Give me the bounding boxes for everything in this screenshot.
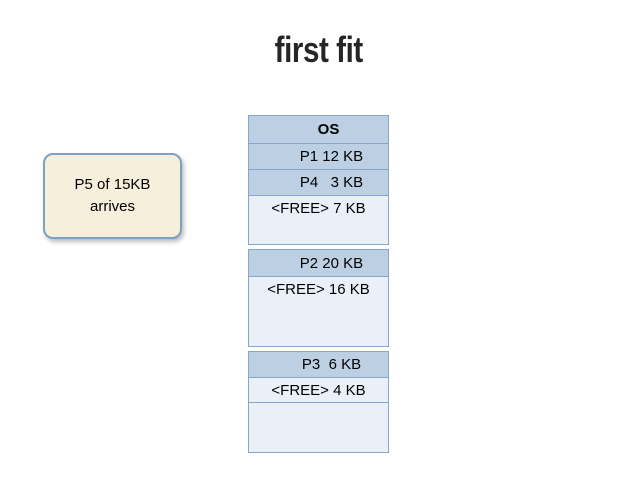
memory-cell-p4: P4 3 KB	[249, 169, 388, 195]
memory-cell-p2: P2 20 KB	[249, 250, 388, 276]
memory-cell-free-4kb: <FREE> 4 KB	[249, 377, 388, 402]
page-title-text: first fit	[274, 29, 364, 70]
callout-line-1: P5 of 15KB	[74, 176, 151, 193]
callout-line-2: arrives	[89, 198, 135, 215]
memory-diagram: OS P1 12 KB P4 3 KB <FREE> 7 KB P2 20 KB…	[248, 115, 389, 457]
memory-cell-p1: P1 12 KB	[249, 143, 388, 169]
p5-arrival-callout: P5 of 15KB arrives	[43, 153, 182, 239]
memory-segment-1: OS P1 12 KB P4 3 KB <FREE> 7 KB	[248, 115, 389, 245]
memory-segment-3: P3 6 KB <FREE> 4 KB	[248, 351, 389, 453]
memory-cell-free-7kb: <FREE> 7 KB	[249, 195, 388, 244]
page-title: first fit	[0, 32, 638, 68]
memory-cell-empty	[249, 402, 388, 452]
memory-segment-2: P2 20 KB <FREE> 16 KB	[248, 249, 389, 347]
memory-cell-os: OS	[249, 116, 388, 143]
memory-cell-free-16kb: <FREE> 16 KB	[249, 276, 388, 346]
memory-cell-p3: P3 6 KB	[249, 352, 388, 377]
